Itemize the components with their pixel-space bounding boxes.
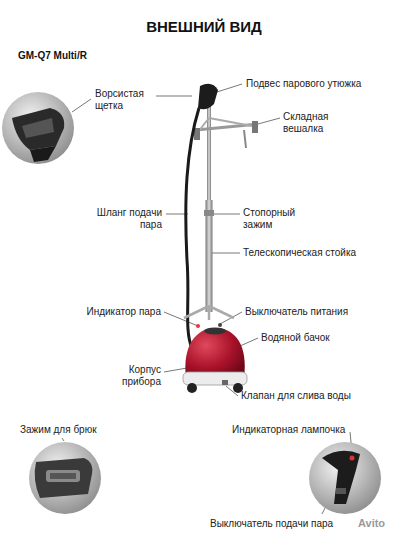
brush-detail	[2, 92, 74, 164]
part-label: Ворсистая щетка	[95, 88, 155, 112]
page-title: ВНЕШНИЙ ВИД	[0, 18, 408, 36]
part-label: Телескопическая стойка	[243, 247, 356, 259]
part-label: Подвес парового утюжка	[246, 78, 361, 90]
clamp-detail	[29, 442, 101, 514]
part-label: Индикаторная лампочка	[232, 424, 345, 436]
part-label: Стопорный зажим	[243, 207, 307, 231]
part-label: Индикатор пара	[86, 306, 161, 318]
watermark: Avito	[358, 517, 385, 529]
model-name: GM-Q7 Multi/R	[18, 50, 87, 62]
part-label: Выключатель подачи пара	[210, 518, 333, 530]
leader-lines	[62, 84, 352, 514]
part-label: Зажим для брюк	[20, 424, 97, 436]
part-label: Клапан для слива воды	[241, 390, 351, 402]
part-label: Корпус прибора	[113, 364, 161, 388]
garment-steamer	[183, 84, 258, 393]
part-label: Складная вешалка	[283, 111, 339, 135]
part-label: Выключатель питания	[245, 306, 348, 318]
part-label: Шланг подачи пара	[86, 207, 162, 231]
part-label: Водяной бачок	[261, 332, 330, 344]
nozzle-detail	[309, 442, 381, 514]
